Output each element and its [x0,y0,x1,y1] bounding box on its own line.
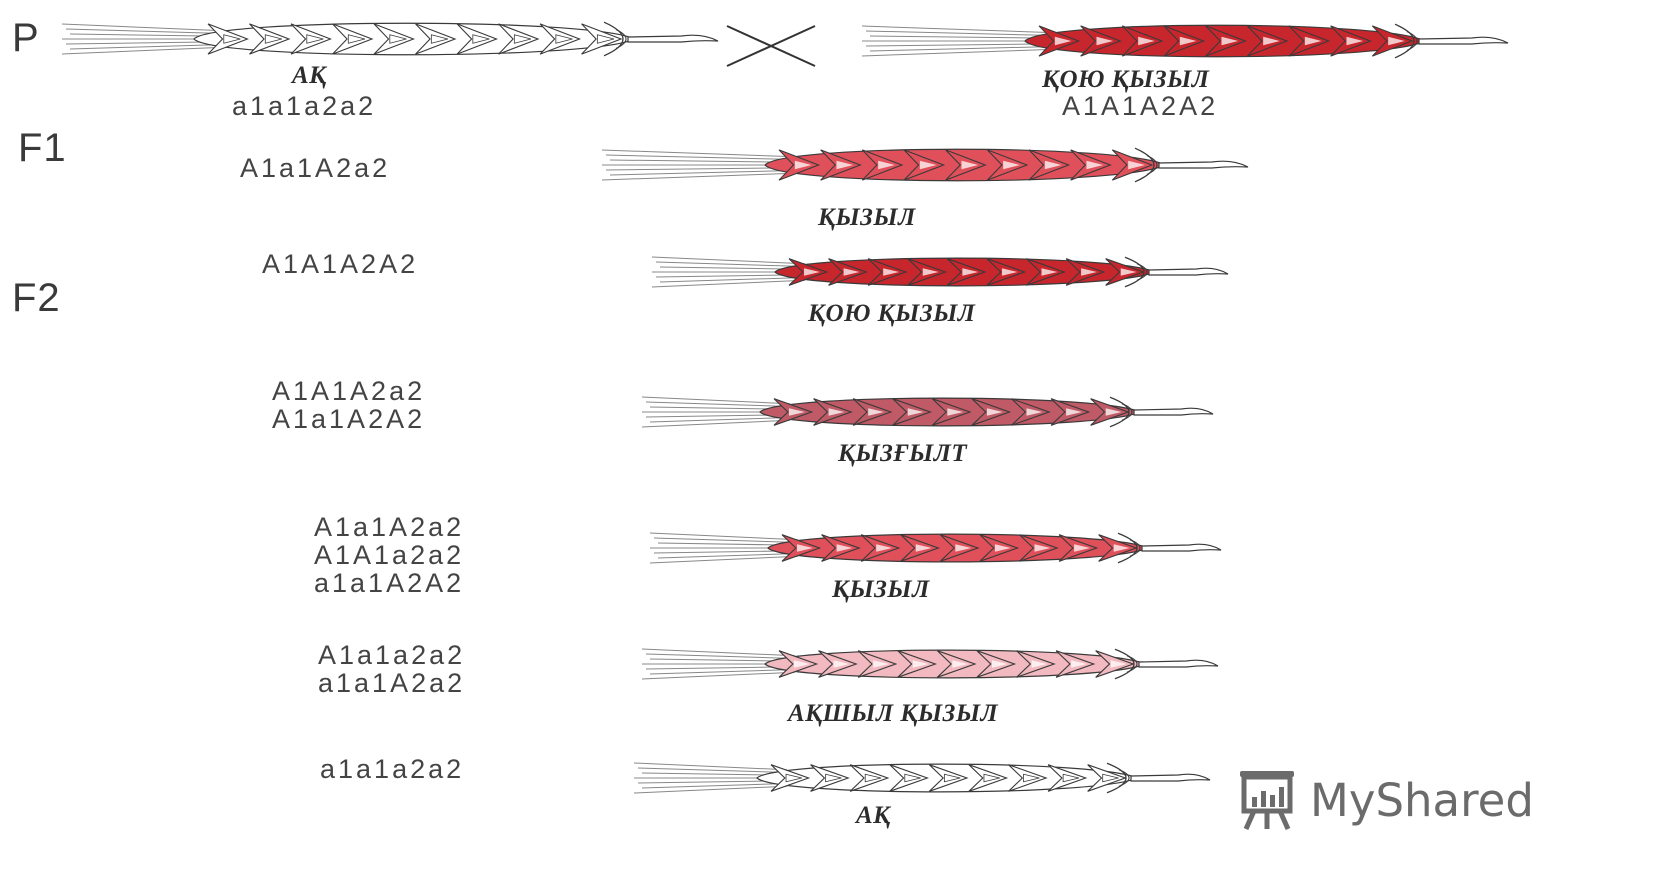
spike-awn [1139,660,1218,667]
f2-row3-genotype-2: A1A1a2a2 [314,541,464,569]
f2-row2-genotype-2: A1a1A2A2 [272,405,425,433]
spike-head [765,650,1145,678]
spike-head [765,149,1165,181]
generation-label-f2: F2 [12,276,61,321]
f2-row3-phenotype: ҚЫЗЫЛ [832,576,930,604]
spike-awn [1134,408,1213,415]
spike-awn [628,35,718,42]
f2-row2-genotypes: A1A1A2a2 A1a1A2A2 [272,377,425,433]
f2-row2-genotype-1: A1A1A2a2 [272,377,425,405]
spike-head [1025,25,1425,57]
f1-genotype: A1a1A2a2 [240,154,390,182]
f1-spike [600,140,1250,190]
spike-awn [1131,774,1210,781]
f2-row4-genotype-1: A1a1a2a2 [318,641,465,669]
parent-right-genotype: A1A1A2A2 [1062,92,1218,120]
spike-head [760,398,1140,426]
f2-row4-genotype-2: a1a1A2a2 [318,669,465,697]
parent-left-spike [60,14,720,64]
spike-head [194,23,634,55]
f2-row2-spike [640,390,1215,434]
parent-right-phenotype: ҚОЮ ҚЫЗЫЛ [1042,66,1209,94]
parent-left-phenotype: АҚ [292,62,327,90]
f2-row3-genotypes: A1a1A2a2 A1A1a2a2 a1a1A2A2 [314,513,464,597]
spike-awn [1159,161,1248,168]
presentation-board-icon [1232,765,1302,835]
f2-row1-spike [650,250,1230,294]
f2-row3-genotype-3: a1a1A2A2 [314,569,464,597]
f2-row3-spike [648,526,1223,570]
spike-awn [1419,37,1508,44]
f2-row3-genotype-1: A1a1A2a2 [314,513,464,541]
f1-phenotype: ҚЫЗЫЛ [818,204,916,232]
f2-row4-phenotype: АҚШЫЛ ҚЫЗЫЛ [788,700,998,728]
spike-awn [1142,544,1221,551]
f2-row5-genotype: a1a1a2a2 [320,755,464,783]
spike-head [768,534,1148,562]
f2-row2-phenotype: ҚЫЗҒЫЛТ [838,440,967,468]
f2-row5-spike [632,756,1212,800]
f2-row4-spike [640,642,1220,686]
cross-symbol [725,24,817,68]
watermark: MyShared [1232,760,1534,840]
generation-label-p: P [12,16,40,61]
parent-right-spike [860,16,1510,66]
f2-row1-genotype: A1A1A2A2 [262,250,418,278]
f2-row5-phenotype: АҚ [856,802,891,830]
f2-row1-phenotype: ҚОЮ ҚЫЗЫЛ [808,300,975,328]
watermark-text: MyShared [1310,774,1534,827]
spike-head [757,764,1137,792]
spike-awn [1149,268,1228,275]
parent-left-genotype: a1a1a2a2 [232,92,376,120]
generation-label-f1: F1 [18,126,67,171]
spike-head [775,258,1155,286]
f2-row4-genotypes: A1a1a2a2 a1a1A2a2 [318,641,465,697]
